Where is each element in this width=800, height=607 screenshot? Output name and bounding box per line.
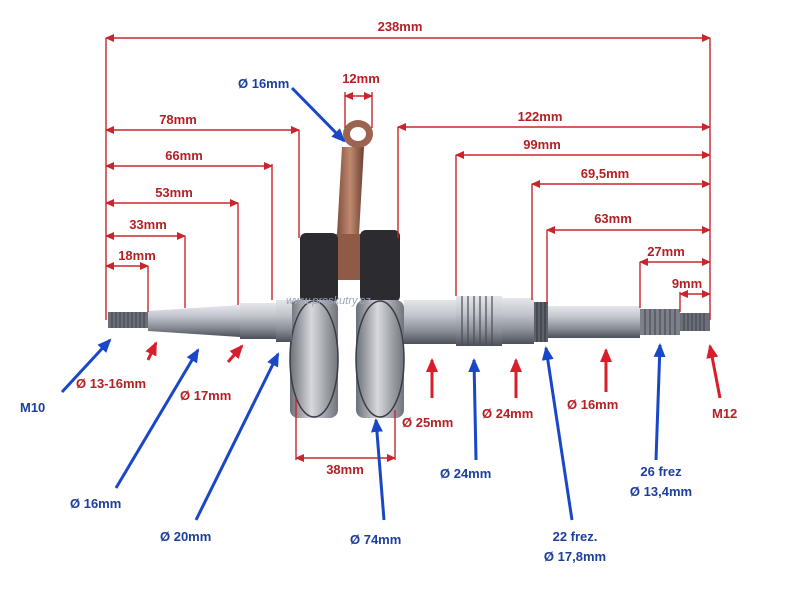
label-d74: Ø 74mm — [350, 532, 401, 547]
label-d13-16: Ø 13-16mm — [76, 376, 146, 391]
blue-annotation-arrows — [60, 86, 666, 521]
label-m12: M12 — [712, 406, 737, 421]
dim-33-label: 33mm — [129, 217, 167, 232]
dim-9-label: 9mm — [672, 276, 702, 291]
label-spline26-diameter: Ø 13,4mm — [630, 484, 692, 499]
dim-overall-label: 238mm — [378, 19, 423, 34]
crankshaft-part — [108, 120, 710, 418]
label-d25: Ø 25mm — [402, 415, 453, 430]
label-d24-blue: Ø 24mm — [440, 466, 491, 481]
dim-99-label: 99mm — [523, 137, 561, 152]
red-annotation-arrows — [145, 341, 722, 399]
dim-69-5-label: 69,5mm — [581, 166, 629, 181]
dim-web-gap-label: 38mm — [326, 462, 364, 477]
watermark-text: www.proskutry.cz — [286, 295, 371, 307]
dim-27-label: 27mm — [647, 244, 685, 259]
dim-63-label: 63mm — [594, 211, 632, 226]
label-d24-red: Ø 24mm — [482, 406, 533, 421]
label-spline26-count: 26 frez — [640, 464, 682, 479]
dim-66-label: 66mm — [165, 148, 203, 163]
label-d16-right: Ø 16mm — [567, 397, 618, 412]
label-spline22-count: 22 frez. — [553, 529, 598, 544]
label-d20: Ø 20mm — [160, 529, 211, 544]
dimension-lines — [105, 34, 711, 462]
left-shaft — [108, 300, 292, 342]
dim-122-label: 122mm — [518, 109, 563, 124]
right-shaft — [404, 296, 710, 346]
label-d16-left: Ø 16mm — [70, 496, 121, 511]
crank-web-left — [289, 233, 339, 418]
dim-rod-width-label: 12mm — [342, 71, 380, 86]
dim-18-label: 18mm — [118, 248, 156, 263]
dim-53-label: 53mm — [155, 185, 193, 200]
label-m10: M10 — [20, 400, 45, 415]
dim-78-label: 78mm — [159, 112, 197, 127]
dimension-labels: 238mm 12mm 78mm 66mm 53mm 33mm 18mm 122m… — [118, 19, 702, 477]
crank-web-right — [355, 230, 405, 418]
label-d17: Ø 17mm — [180, 388, 231, 403]
annotation-labels: Ø 16mm M10 Ø 13-16mm Ø 17mm Ø 16mm Ø 20m… — [20, 76, 737, 564]
label-spline22-diameter: Ø 17,8mm — [544, 549, 606, 564]
label-rod-eye: Ø 16mm — [238, 76, 289, 91]
